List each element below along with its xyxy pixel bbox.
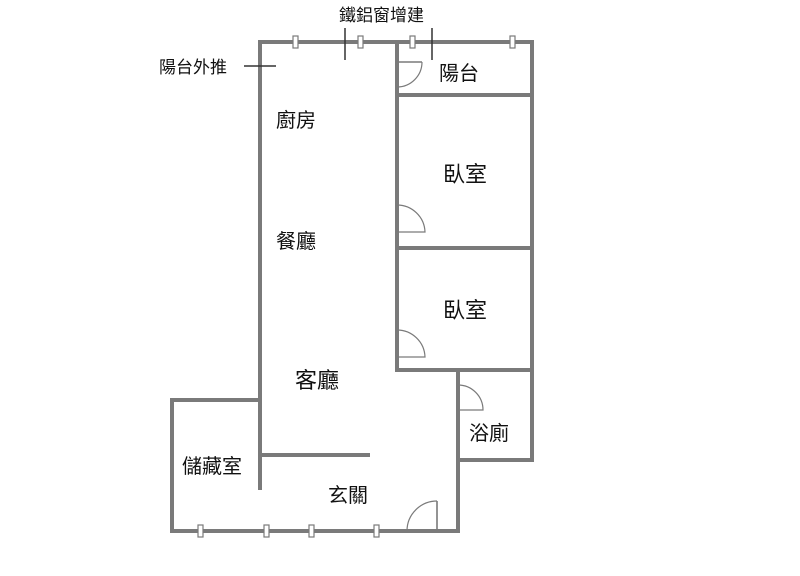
room-label-living: 客廳 xyxy=(295,369,339,394)
door-entrance xyxy=(406,500,438,532)
windows xyxy=(197,35,516,538)
door-bathroom xyxy=(457,384,484,411)
window-mark xyxy=(373,524,380,538)
room-label-entrance: 玄關 xyxy=(328,483,368,507)
door-bedroom-1 xyxy=(396,204,426,233)
room-label-bathroom: 浴廁 xyxy=(469,421,509,445)
room-label-kitchen: 廚房 xyxy=(276,108,316,132)
room-label-storage: 儲藏室 xyxy=(182,454,242,478)
room-labels: 廚房 餐廳 客廳 臥室 臥室 陽台 浴廁 儲藏室 玄關 xyxy=(182,61,509,507)
leader-lines xyxy=(244,28,433,67)
room-label-bedroom-1: 臥室 xyxy=(443,163,487,188)
annotations: 鐵鋁窗增建 陽台外推 xyxy=(159,6,424,78)
room-label-bedroom-2: 臥室 xyxy=(443,299,487,324)
note-balcony-extension: 陽台外推 xyxy=(159,58,227,78)
window-mark xyxy=(509,35,516,49)
note-window-addition: 鐵鋁窗增建 xyxy=(339,6,424,26)
doors xyxy=(396,61,484,532)
window-mark xyxy=(357,35,364,49)
window-mark xyxy=(409,35,416,49)
window-mark xyxy=(292,35,299,49)
room-label-balcony: 陽台 xyxy=(439,61,479,85)
window-mark xyxy=(263,524,270,538)
room-label-dining: 餐廳 xyxy=(276,229,316,253)
door-bedroom-2 xyxy=(396,329,426,358)
interior-walls xyxy=(258,40,534,457)
window-mark xyxy=(308,524,315,538)
window-mark xyxy=(197,524,204,538)
door-balcony xyxy=(396,61,423,88)
